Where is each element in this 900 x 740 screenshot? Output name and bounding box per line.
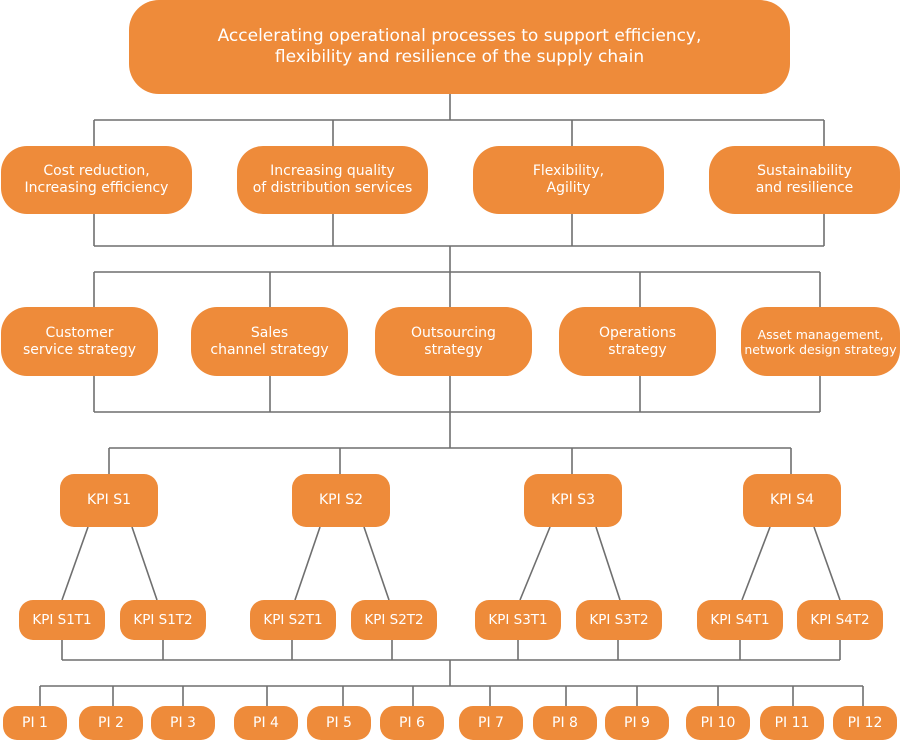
strategy-outsourcing: Outsourcing strategy — [375, 307, 532, 376]
pi-12: PI 12 — [833, 706, 897, 740]
kpi-s1t1: KPI S1T1 — [19, 600, 105, 640]
kpi-s4t2: KPI S4T2 — [797, 600, 883, 640]
kpi-s1: KPI S1 — [60, 474, 158, 527]
strategy-operations: Operations strategy — [559, 307, 716, 376]
objective-sustainability: Sustainability and resilience — [709, 146, 900, 214]
pi-8: PI 8 — [533, 706, 597, 740]
kpi-s2: KPI S2 — [292, 474, 390, 527]
objective-cost-reduction: Cost reduction, Increasing efficiency — [1, 146, 192, 214]
strategy-customer-service: Customer service strategy — [1, 307, 158, 376]
pi-10: PI 10 — [686, 706, 750, 740]
pi-4: PI 4 — [234, 706, 298, 740]
pi-11: PI 11 — [760, 706, 824, 740]
kpi-s3t2: KPI S3T2 — [576, 600, 662, 640]
kpi-s2t1: KPI S2T1 — [250, 600, 336, 640]
kpi-s4: KPI S4 — [743, 474, 841, 527]
top-goal-box: Accelerating operational processes to su… — [129, 0, 790, 94]
pi-1: PI 1 — [3, 706, 67, 740]
pi-5: PI 5 — [307, 706, 371, 740]
kpi-s1t2: KPI S1T2 — [120, 600, 206, 640]
kpi-s3: KPI S3 — [524, 474, 622, 527]
strategy-sales-channel: Sales channel strategy — [191, 307, 348, 376]
strategy-asset-management: Asset management, network design strateg… — [741, 307, 900, 376]
objective-quality: Increasing quality of distribution servi… — [237, 146, 428, 214]
objective-flexibility: Flexibility, Agility — [473, 146, 664, 214]
pi-7: PI 7 — [459, 706, 523, 740]
pi-6: PI 6 — [380, 706, 444, 740]
pi-2: PI 2 — [79, 706, 143, 740]
kpi-s4t1: KPI S4T1 — [697, 600, 783, 640]
kpi-s2t2: KPI S2T2 — [351, 600, 437, 640]
pi-9: PI 9 — [605, 706, 669, 740]
kpi-s3t1: KPI S3T1 — [475, 600, 561, 640]
pi-3: PI 3 — [151, 706, 215, 740]
